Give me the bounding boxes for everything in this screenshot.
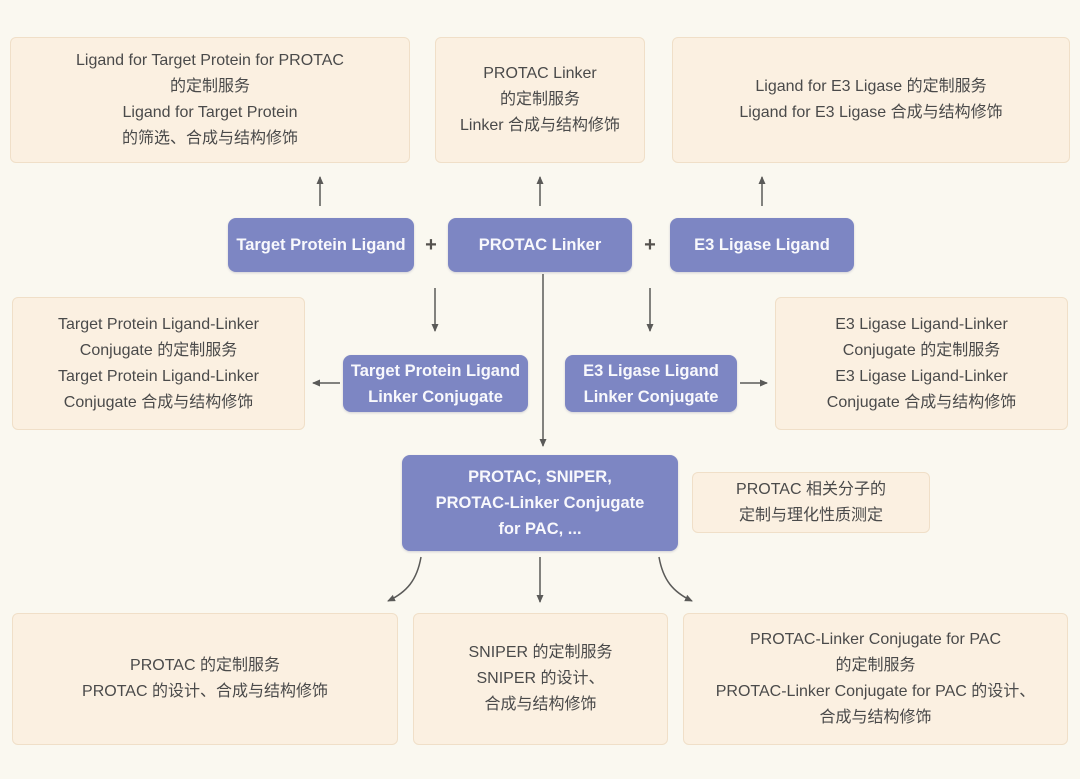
service-text-line: PROTAC 相关分子的 <box>736 480 886 498</box>
service-text-line: Target Protein Ligand-Linker <box>57 367 259 385</box>
box-target-conjugate-service: Target Protein Ligand-Linker Conjugate 的… <box>12 297 305 430</box>
service-text-line: 的筛选、合成与结构修饰 <box>121 130 298 147</box>
box-protac-properties-service: PROTAC 相关分子的 定制与理化性质测定 <box>692 472 930 533</box>
curve-arrow-pac-service <box>658 556 693 602</box>
service-text-line: Ligand for E3 Ligase 的定制服务 <box>755 78 987 95</box>
service-text-line: Ligand for Target Protein for PROTAC <box>76 52 344 69</box>
component-label: Linker Conjugate <box>368 387 503 406</box>
service-text-line: PROTAC 的设计、合成与结构修饰 <box>82 683 328 700</box>
box-pac-conjugate-service: PROTAC-Linker Conjugate for PAC 的定制服务 PR… <box>683 613 1068 745</box>
component-label: Target Protein Ligand <box>350 361 521 380</box>
component-label: E3 Ligase Ligand <box>694 236 830 254</box>
service-text-line: Linker 合成与结构修饰 <box>459 117 621 134</box>
component-label: for PAC, ... <box>498 520 582 538</box>
box-e3-conjugate-service: E3 Ligase Ligand-Linker Conjugate 的定制服务 … <box>775 297 1068 430</box>
service-text-line: 的定制服务 <box>169 78 250 95</box>
service-text-line: 定制与理化性质测定 <box>738 506 883 524</box>
service-text-line: SNIPER 的定制服务 <box>468 644 613 661</box>
service-text-line: Target Protein Ligand-Linker <box>57 315 259 333</box>
box-ligand-target-protein-service: Ligand for Target Protein for PROTAC 的定制… <box>10 37 410 163</box>
box-ligand-e3-ligase-service: Ligand for E3 Ligase 的定制服务 Ligand for E3… <box>672 37 1070 163</box>
component-label: Target Protein Ligand <box>236 236 406 254</box>
box-e3-ligase-ligand: E3 Ligase Ligand <box>670 218 854 272</box>
service-text-line: PROTAC-Linker Conjugate for PAC <box>749 631 1002 648</box>
component-label: PROTAC Linker <box>478 236 602 254</box>
box-target-protein-ligand: Target Protein Ligand <box>228 218 414 272</box>
service-text-line: 合成与结构修饰 <box>819 709 932 726</box>
curve-arrow-protac-service <box>387 556 422 602</box>
service-text-line: Conjugate 的定制服务 <box>842 341 1001 359</box>
service-text-line: Conjugate 的定制服务 <box>79 341 238 359</box>
service-text-line: Conjugate 合成与结构修饰 <box>826 393 1017 411</box>
component-label: E3 Ligase Ligand <box>583 361 719 380</box>
service-text-line: Ligand for E3 Ligase 合成与结构修饰 <box>739 104 1003 121</box>
box-protac-service: PROTAC 的定制服务 PROTAC 的设计、合成与结构修饰 <box>12 613 398 745</box>
box-target-protein-ligand-linker-conjugate: Target Protein Ligand Linker Conjugate <box>343 355 528 412</box>
box-e3-ligase-ligand-linker-conjugate: E3 Ligase Ligand Linker Conjugate <box>565 355 737 412</box>
box-protac-sniper-conjugate: PROTAC, SNIPER, PROTAC-Linker Conjugate … <box>402 455 678 551</box>
service-text-line: 合成与结构修饰 <box>484 696 597 713</box>
service-text-line: SNIPER 的设计、 <box>476 670 605 687</box>
box-protac-linker: PROTAC Linker <box>448 218 632 272</box>
service-text-line: E3 Ligase Ligand-Linker <box>835 315 1008 333</box>
service-text-line: PROTAC Linker <box>483 65 597 82</box>
service-text-line: E3 Ligase Ligand-Linker <box>835 367 1008 385</box>
plus-sign-2: + <box>644 234 656 256</box>
service-text-line: 的定制服务 <box>499 91 580 108</box>
component-label: Linker Conjugate <box>583 387 719 406</box>
service-text-line: Conjugate 合成与结构修饰 <box>63 393 254 411</box>
service-text-line: Ligand for Target Protein <box>122 104 298 121</box>
box-sniper-service: SNIPER 的定制服务 SNIPER 的设计、 合成与结构修饰 <box>413 613 668 745</box>
service-text-line: PROTAC 的定制服务 <box>130 657 280 674</box>
service-text-line: PROTAC-Linker Conjugate for PAC 的设计、 <box>715 683 1036 700</box>
service-text-line: 的定制服务 <box>835 657 916 674</box>
component-label: PROTAC, SNIPER, <box>468 468 612 486</box>
box-protac-linker-service: PROTAC Linker 的定制服务 Linker 合成与结构修饰 <box>435 37 645 163</box>
plus-sign-1: + <box>425 234 437 256</box>
component-label: PROTAC-Linker Conjugate <box>435 494 645 512</box>
